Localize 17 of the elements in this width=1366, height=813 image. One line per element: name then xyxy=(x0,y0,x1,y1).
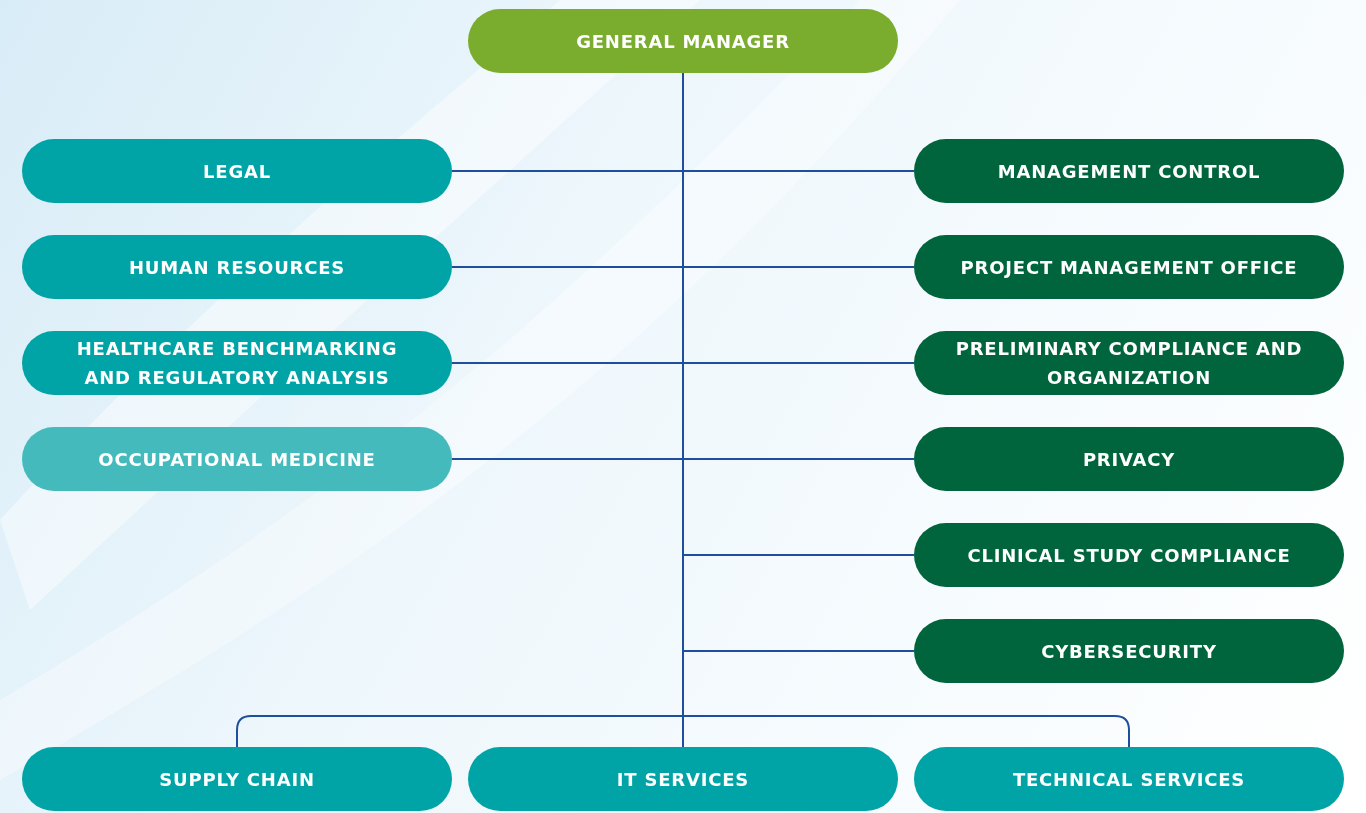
department-name: SUPPLY CHAIN xyxy=(159,767,315,792)
department-box xyxy=(22,427,452,491)
manager-box xyxy=(468,9,898,73)
department-name: MANAGEMENT CONTROL xyxy=(997,159,1261,184)
department-name: PROJECT MANAGEMENT OFFICE xyxy=(960,255,1298,280)
department-name: TECHNICAL SERVICES xyxy=(1012,767,1246,792)
department-name: PRIVACY xyxy=(1082,447,1176,472)
department-box xyxy=(22,331,452,395)
department-name: CLINICAL STUDY COMPLIANCE xyxy=(967,543,1291,568)
department-name: OCCUPATIONAL MEDICINE xyxy=(98,447,376,472)
department-name: PRELIMINARY COMPLIANCE AND ORGANIZATION xyxy=(954,337,1304,390)
department-name: HEALTHCARE BENCHMARKING AND REGULATORY ANALYSIS xyxy=(75,337,399,390)
manager-title: GENERAL MANAGER xyxy=(576,29,790,54)
department-name: LEGAL xyxy=(203,159,271,184)
department-name: IT SERVICES xyxy=(616,767,750,792)
department-name: HUMAN RESOURCES xyxy=(128,255,346,280)
department-name: CYBERSECURITY xyxy=(1041,639,1217,664)
